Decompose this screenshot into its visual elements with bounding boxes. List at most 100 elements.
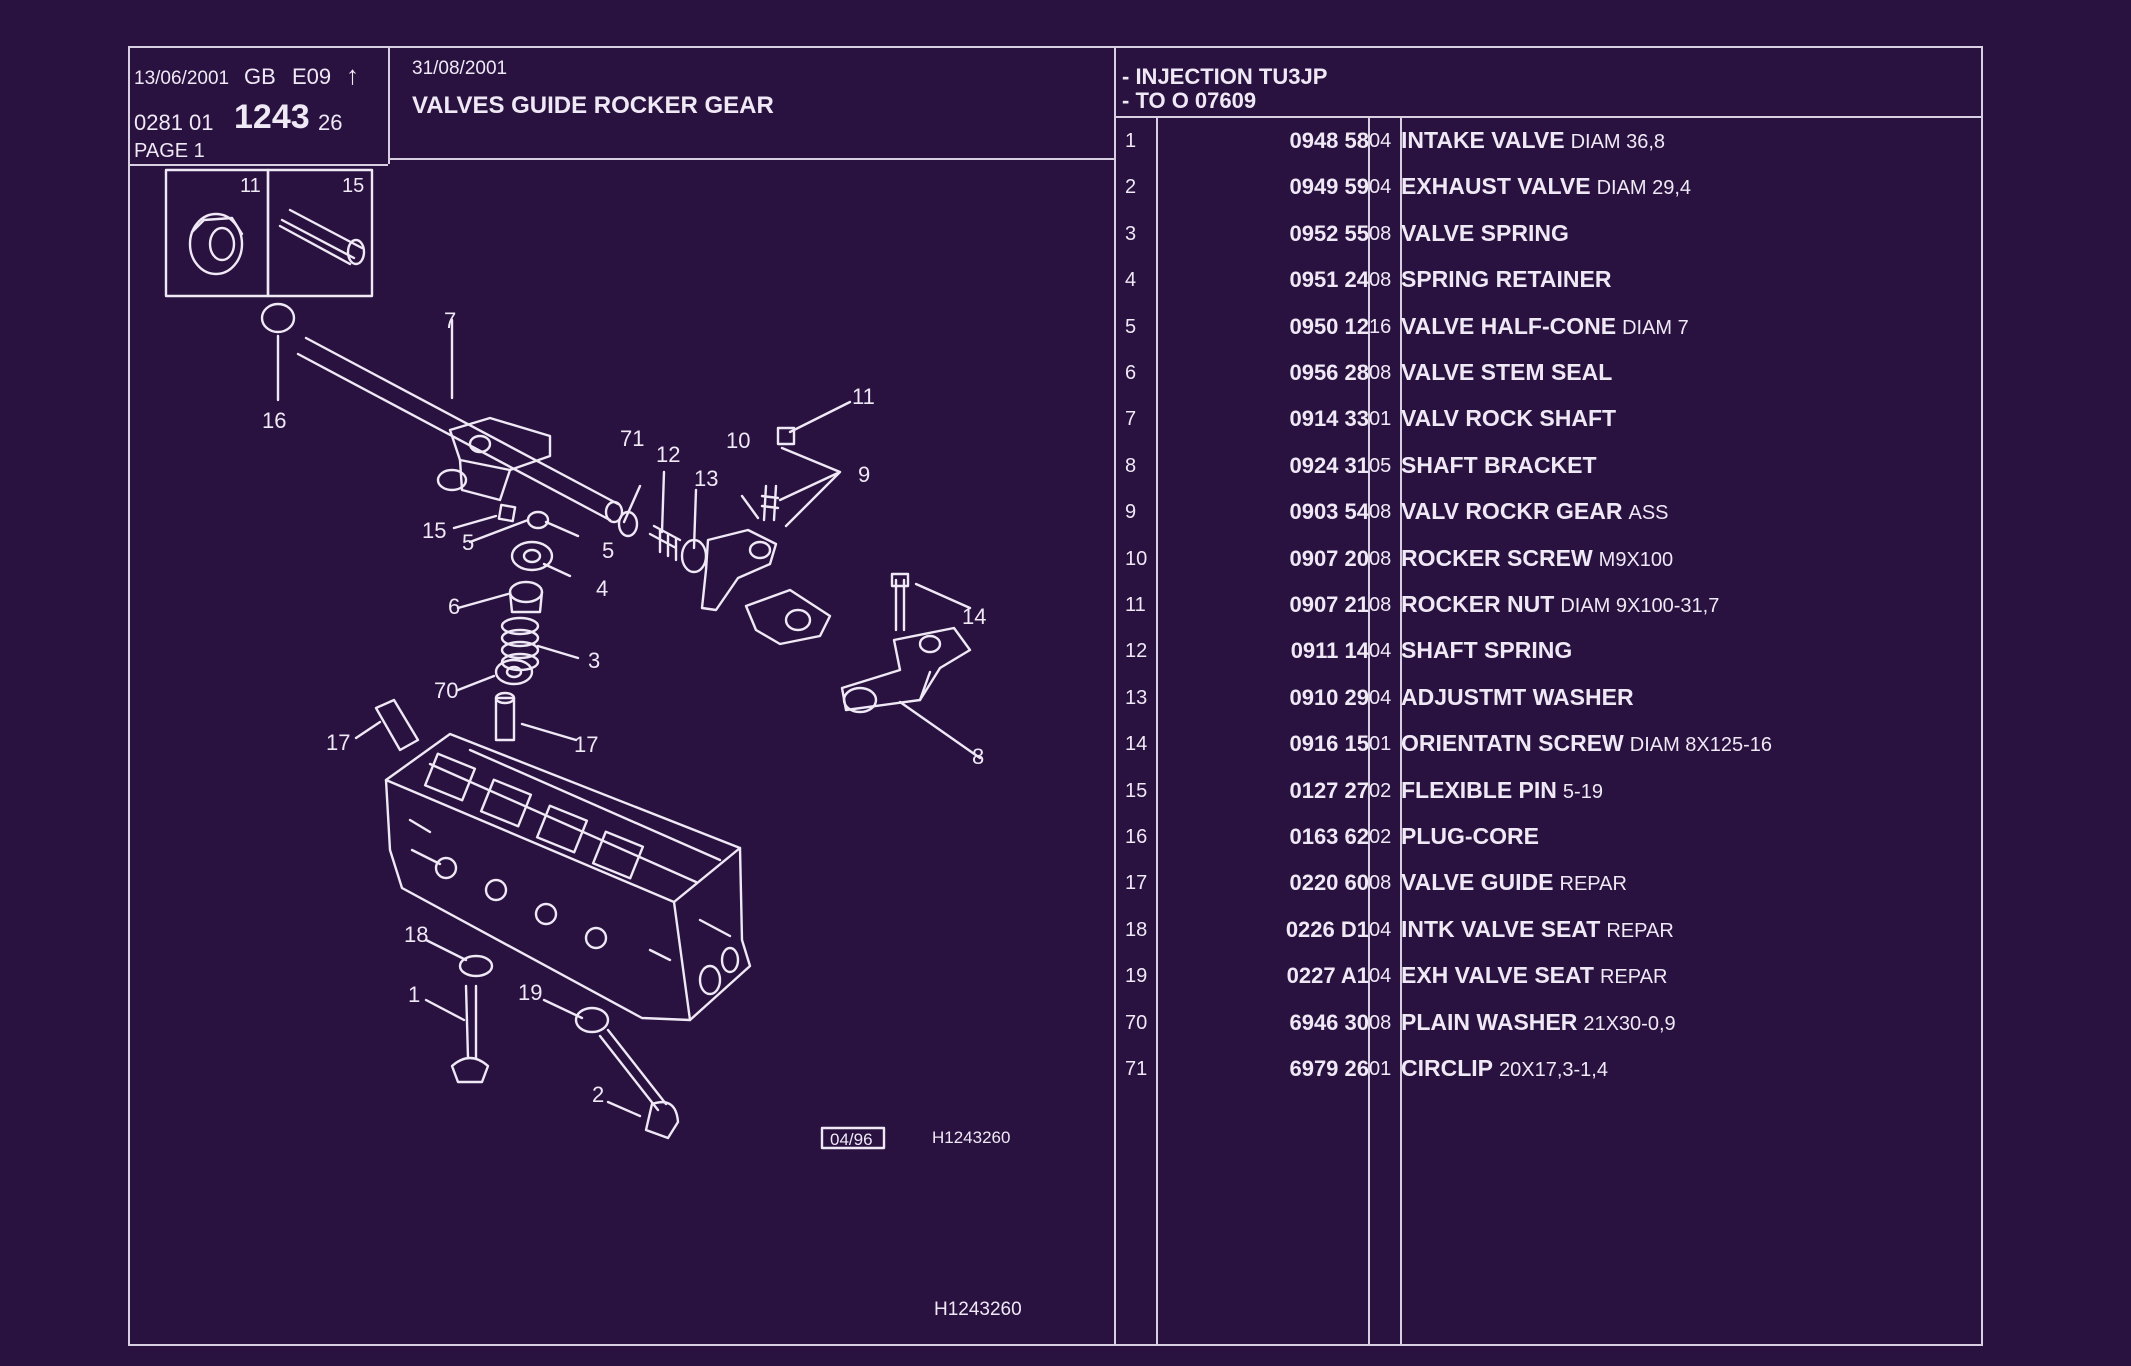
row-reference: 0127 27	[1289, 777, 1369, 803]
exhaust-valve-seat-icon	[574, 1006, 610, 1034]
row-quantity: 04	[1369, 176, 1392, 199]
row-quantity: 01	[1369, 1058, 1392, 1080]
row-part-name: FLEXIBLE PIN	[1401, 776, 1557, 803]
footer-ref: H1243260	[934, 1299, 1022, 1320]
callout-5a: 5	[462, 530, 474, 555]
row-description: ADJUSTMT WASHER	[1401, 684, 1640, 711]
intake-valve-icon	[450, 984, 490, 1084]
exploded-diagram: 11 15 7 16 11 71 12 10 13 9 15 5 5 4 6 3…	[164, 168, 1022, 1320]
row-index: 19	[1125, 965, 1148, 988]
col-qty-divider-right	[1400, 118, 1402, 1344]
shaft-spring-icon	[648, 524, 682, 562]
callout-10: 10	[726, 428, 750, 453]
row-reference: 6946 30	[1289, 1009, 1369, 1035]
row-index: 9	[1125, 501, 1137, 524]
row-quantity: 04	[1369, 918, 1392, 941]
row-part-spec: ASS	[1628, 502, 1669, 525]
row-part-name: EXH VALVE SEAT	[1401, 962, 1594, 989]
row-part-spec: DIAM 9X100-31,7	[1560, 595, 1720, 617]
row-reference: 0951 24	[1289, 267, 1369, 293]
row-part-spec: REPAR	[1599, 966, 1668, 989]
row-reference: 0227 A1	[1286, 963, 1369, 989]
flexible-pin-icon	[278, 208, 366, 266]
stamp-date: 04/96	[830, 1130, 873, 1149]
row-part-spec: DIAM 7	[1622, 316, 1689, 339]
callout-11: 11	[852, 384, 875, 409]
row-part-spec: 20X17,3-1,4	[1499, 1059, 1608, 1081]
row-quantity: 08	[1369, 501, 1392, 524]
row-index: 5	[1125, 315, 1137, 338]
row-index: 13	[1125, 686, 1148, 709]
callout-7: 7	[444, 308, 456, 333]
rocker-screw-icon	[760, 484, 780, 522]
callout-18: 18	[404, 922, 428, 947]
row-description: VALVE SPRING	[1401, 220, 1575, 247]
row-reference: 0950 12	[1289, 313, 1369, 339]
engine-bottom-line	[1116, 116, 1981, 118]
header-bottom-line	[128, 164, 388, 166]
row-part-name: VALV ROCKR GEAR	[1401, 498, 1623, 525]
row-description: VALVE STEM SEAL	[1401, 359, 1618, 386]
row-part-spec: REPAR	[1559, 873, 1627, 896]
header-date-left: 13/06/2001	[134, 68, 230, 89]
row-quantity: 01	[1369, 733, 1392, 756]
row-part-name: VALVE STEM SEAL	[1401, 359, 1613, 385]
valve-stem-seal-icon	[508, 580, 544, 614]
row-part-name: INTK VALVE SEAT	[1401, 915, 1601, 942]
row-description: SHAFT BRACKET	[1401, 452, 1603, 479]
row-quantity: 16	[1369, 315, 1392, 338]
row-quantity: 08	[1369, 594, 1392, 616]
row-quantity: 08	[1369, 872, 1392, 895]
row-quantity: 02	[1369, 826, 1392, 848]
rocker-shaft-icon	[296, 336, 624, 524]
stamp-ref: H1243260	[932, 1128, 1010, 1147]
callout-17a: 17	[326, 730, 350, 755]
row-description: SPRING RETAINER	[1401, 266, 1617, 293]
callout-8: 8	[972, 744, 984, 769]
row-part-name: CIRCLIP	[1401, 1055, 1493, 1081]
header-lang: GB	[244, 64, 276, 89]
callout-70: 70	[434, 678, 458, 703]
row-reference: 6979 26	[1289, 1056, 1369, 1081]
row-description: CIRCLIP 20X17,3-1,4	[1401, 1055, 1608, 1082]
row-quantity: 08	[1369, 1011, 1392, 1034]
row-index: 1	[1125, 130, 1137, 152]
row-reference: 0956 28	[1289, 360, 1369, 385]
row-part-name: VALVE GUIDE	[1401, 869, 1554, 896]
row-index: 8	[1125, 454, 1137, 477]
col-idx-divider	[1156, 118, 1158, 1344]
row-quantity: 08	[1369, 362, 1392, 384]
row-part-spec: 5-19	[1562, 780, 1603, 803]
row-description: VALV ROCK SHAFT	[1401, 405, 1622, 432]
engine-line-1: - INJECTION TU3JP	[1122, 64, 1328, 89]
row-quantity: 08	[1369, 269, 1392, 292]
row-quantity: 04	[1369, 965, 1392, 988]
callout-6: 6	[448, 594, 460, 619]
